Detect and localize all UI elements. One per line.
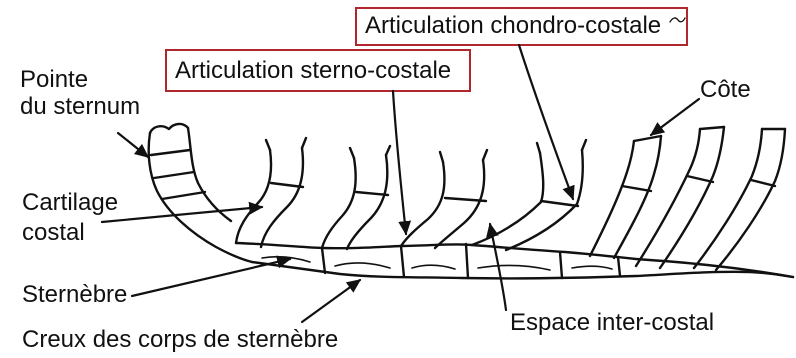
label-articulation-sterno-costale: Articulation sterno-costale	[175, 57, 451, 84]
label-articulation-chondro-costale: Articulation chondro-costale	[365, 12, 661, 39]
label-cartilage-costal-line-1: Cartilage	[22, 189, 118, 216]
label-pointe-du-sternum-line-1: Pointe	[20, 66, 88, 93]
label-sternebre: Sternèbre	[22, 281, 127, 308]
label-pointe-du-sternum-line-2: du sternum	[20, 93, 140, 120]
label-creux-des-corps-de-sternebre: Creux des corps de sternèbre	[22, 326, 338, 353]
label-cartilage-costal-line-2: costal	[22, 219, 85, 246]
label-espace-inter-costal: Espace inter-costal	[510, 309, 714, 336]
label-cote: Côte	[700, 76, 751, 103]
